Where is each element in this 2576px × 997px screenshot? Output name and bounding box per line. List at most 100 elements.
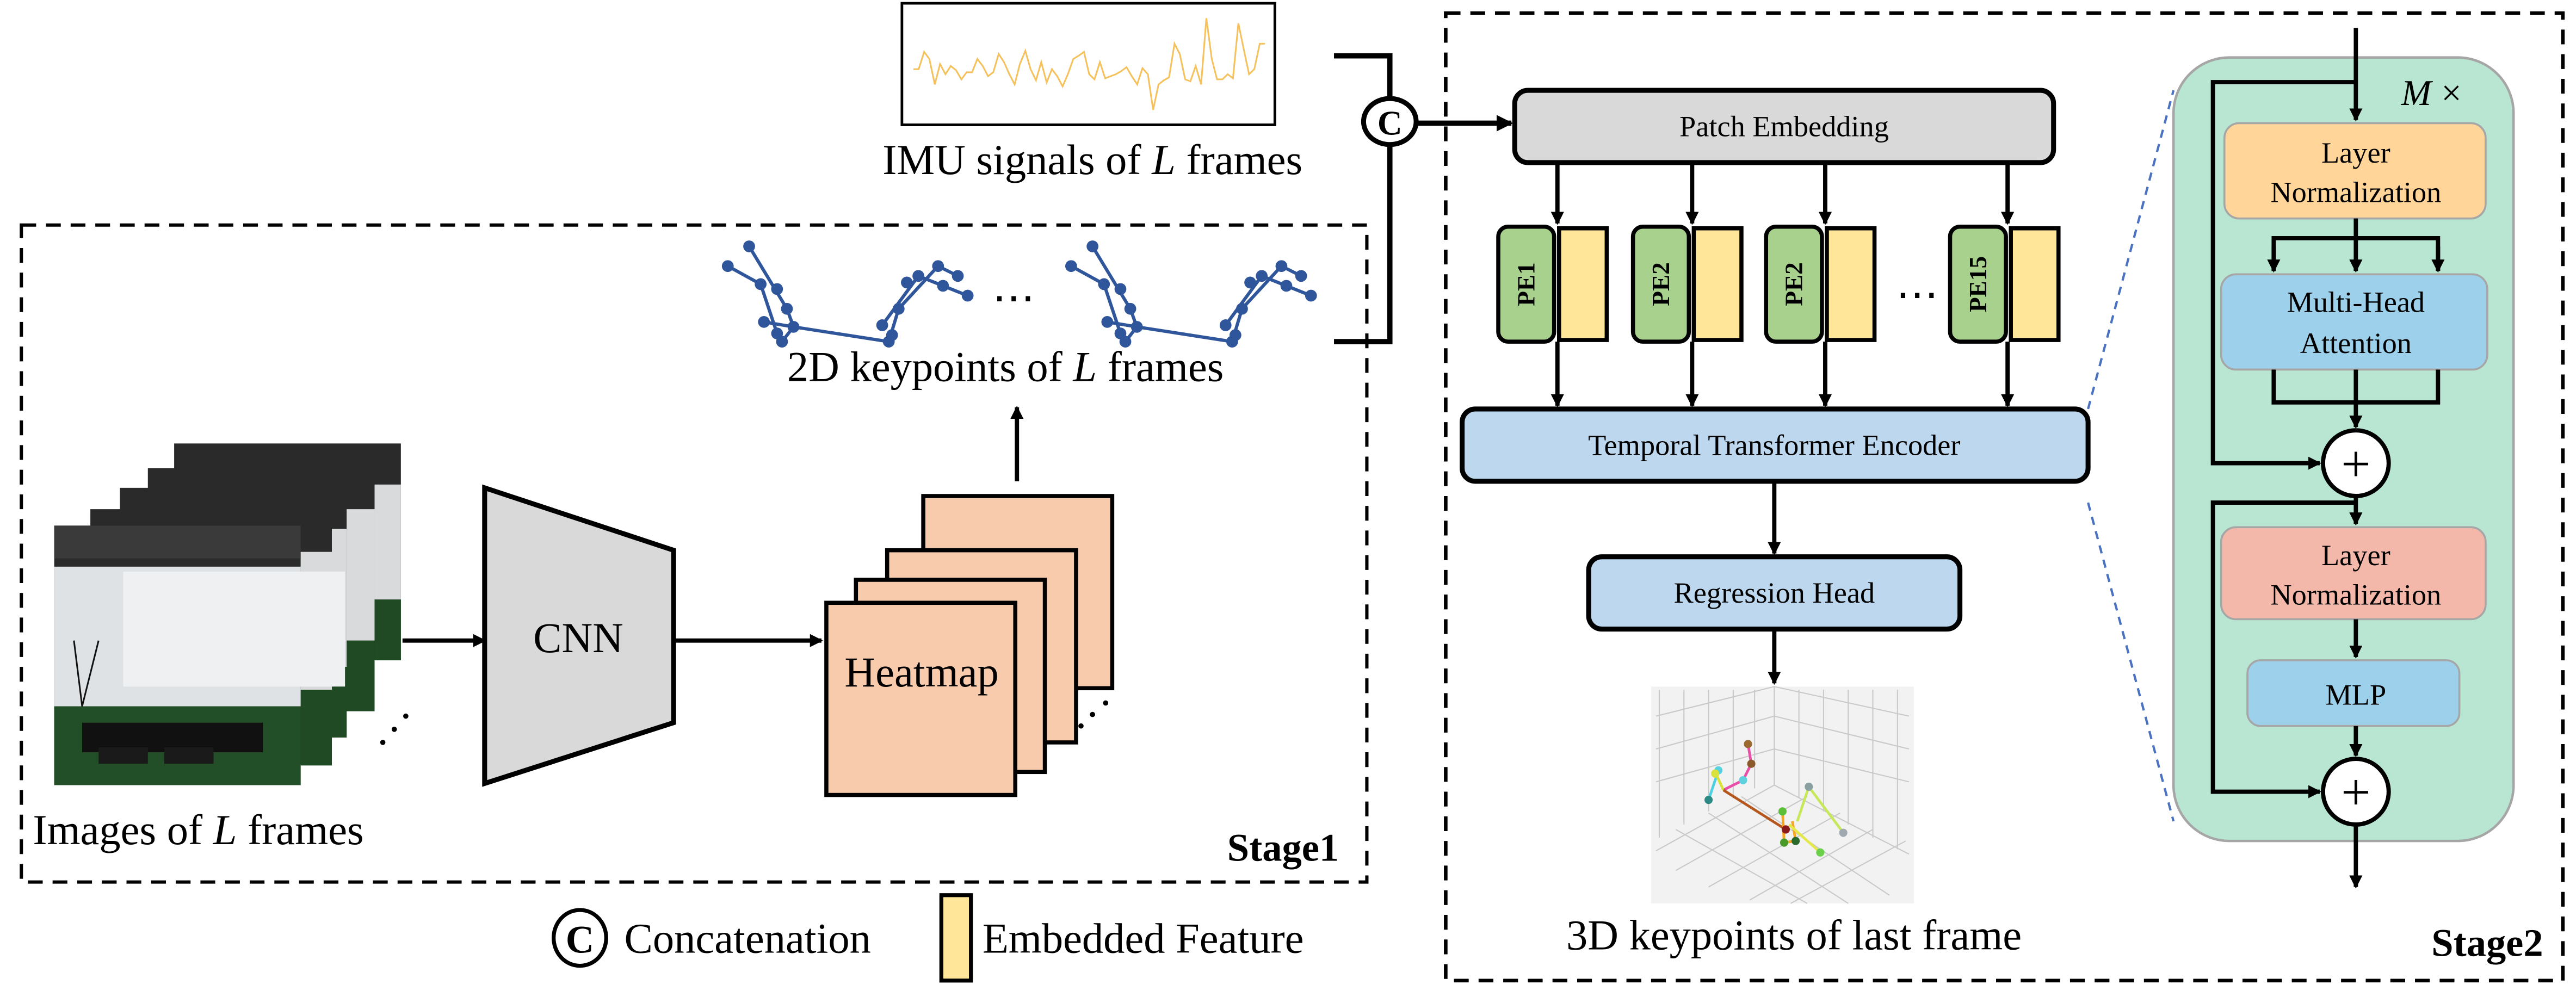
imu-signal-line bbox=[913, 18, 1265, 110]
cnn-block bbox=[482, 484, 676, 787]
residual-connection-2 bbox=[2210, 500, 2356, 798]
residual-connection-1 bbox=[2210, 80, 2356, 470]
qkv-split-arrows bbox=[2267, 218, 2445, 273]
stage2-label: Stage2 bbox=[2431, 921, 2543, 965]
concat-node: C bbox=[1361, 96, 1419, 147]
skeleton-joint bbox=[1244, 276, 1256, 289]
legend-feature-swatch bbox=[939, 893, 973, 983]
add-node-2: + bbox=[2321, 757, 2391, 827]
add-node-1: + bbox=[2321, 428, 2391, 498]
skeleton-joint bbox=[1236, 302, 1248, 315]
skeleton-joint bbox=[1275, 260, 1288, 273]
keypoints-2d-group bbox=[721, 240, 1317, 348]
embedded-feature-box bbox=[2009, 226, 2061, 342]
skeleton-joint bbox=[1124, 302, 1136, 315]
temporal-encoder-label: Temporal Transformer Encoder bbox=[1588, 429, 1960, 461]
positional-embedding-label: PE2 bbox=[1781, 262, 1808, 306]
skeleton-joint bbox=[776, 336, 788, 348]
skeleton-joint bbox=[787, 321, 800, 333]
skeleton-joint bbox=[892, 302, 905, 315]
skeleton-2d bbox=[721, 240, 974, 348]
skeleton-joint bbox=[1098, 278, 1110, 290]
heatmap-label: Heatmap bbox=[844, 648, 998, 696]
legend-concat-icon: C bbox=[552, 908, 608, 968]
svg-text:C: C bbox=[1377, 104, 1403, 143]
keypoints-3d-plot bbox=[1651, 686, 1914, 904]
cnn-label: CNN bbox=[533, 614, 623, 661]
heatmap-stack bbox=[824, 494, 1115, 797]
stage2-boundary bbox=[1444, 11, 2565, 983]
skeleton-joint bbox=[932, 260, 944, 273]
pe-feature-pair: PE2 bbox=[1630, 162, 1744, 407]
embedded-feature-box bbox=[1691, 226, 1744, 342]
pe-feature-pair: PE1 bbox=[1496, 162, 1609, 407]
input-image-frame-front bbox=[54, 525, 345, 785]
svg-text:+: + bbox=[2341, 435, 2371, 493]
skeleton-joint bbox=[721, 260, 734, 273]
stage1-boundary bbox=[20, 223, 1369, 884]
legend-feature-label: Embedded Feature bbox=[983, 914, 1304, 962]
skeleton-joint bbox=[1119, 336, 1132, 348]
positional-embedding-box bbox=[1630, 224, 1691, 344]
skeleton-joint bbox=[1280, 280, 1293, 292]
imu-signal-plot bbox=[900, 2, 1276, 126]
layer-norm-2-block bbox=[2220, 526, 2487, 621]
keypoints-2d-label: 2D keypoints of L frames bbox=[787, 343, 1224, 391]
positional-embedding-box bbox=[1764, 224, 1824, 344]
ellipsis-keypoints: ⋯ bbox=[992, 274, 1035, 321]
skeleton-bone bbox=[1224, 275, 1263, 326]
positional-embedding-label: PE2 bbox=[1647, 262, 1675, 306]
positional-embedding-label: PE15 bbox=[1965, 256, 1992, 312]
skeleton-bone bbox=[1070, 264, 1105, 286]
skeleton-joint bbox=[1295, 270, 1307, 282]
zoom-line-top bbox=[2087, 90, 2175, 410]
skeleton-joint bbox=[1065, 260, 1077, 273]
skeleton-joint bbox=[876, 319, 888, 331]
embedded-feature-box bbox=[1825, 226, 1877, 342]
legend: C Concatenation Embedded Feature bbox=[552, 893, 1304, 983]
skeleton-joint bbox=[1114, 283, 1127, 295]
imu-to-concat-line bbox=[1334, 53, 1393, 99]
pe-feature-pair: PE15 bbox=[1948, 162, 2061, 407]
pe-feature-pair: PE2 bbox=[1764, 162, 1877, 407]
mlp-block bbox=[2246, 659, 2461, 727]
ellipsis-dots bbox=[380, 713, 409, 745]
skeleton-2d bbox=[1065, 240, 1317, 348]
skeleton-joint bbox=[781, 302, 793, 315]
skeleton-joint bbox=[755, 278, 767, 290]
keypoints-to-concat-line bbox=[1334, 144, 1393, 344]
skeleton-joint bbox=[1256, 270, 1268, 282]
skeleton-joint bbox=[758, 316, 770, 328]
positional-embedding-label: PE1 bbox=[1512, 262, 1540, 306]
skeleton-bone bbox=[748, 245, 789, 310]
zoom-line-bottom bbox=[2087, 502, 2175, 822]
skeleton-bone bbox=[897, 265, 940, 310]
imu-label: IMU signals of L frames bbox=[882, 136, 1302, 183]
svg-text:C: C bbox=[566, 917, 594, 961]
skeleton-joint bbox=[1219, 319, 1232, 331]
skeleton-joint bbox=[886, 329, 898, 341]
skeleton-bone bbox=[1091, 245, 1132, 310]
skeleton-joint bbox=[1131, 321, 1143, 333]
images-label: Images of L frames bbox=[33, 806, 363, 853]
keypoints-3d-label: 3D keypoints of last frame bbox=[1566, 911, 2022, 958]
skeleton-joint bbox=[1229, 329, 1241, 341]
skeleton-joint bbox=[1305, 289, 1317, 302]
patch-embedding-label: Patch Embedding bbox=[1679, 110, 1889, 143]
repeat-label: M× bbox=[2401, 73, 2462, 113]
regression-head-label: Regression Head bbox=[1673, 577, 1875, 609]
stage1-label: Stage1 bbox=[1227, 825, 1339, 869]
positional-embedding-box bbox=[1496, 224, 1556, 344]
embedded-feature-box bbox=[1556, 226, 1609, 342]
skeleton-bone bbox=[1240, 265, 1283, 310]
input-image-stack bbox=[54, 443, 409, 785]
skeleton-joint bbox=[901, 276, 913, 289]
skeleton-joint bbox=[743, 240, 755, 252]
skeleton-joint bbox=[937, 280, 949, 292]
skeleton-joint bbox=[1086, 240, 1099, 252]
mlp-label: MLP bbox=[2325, 678, 2386, 711]
